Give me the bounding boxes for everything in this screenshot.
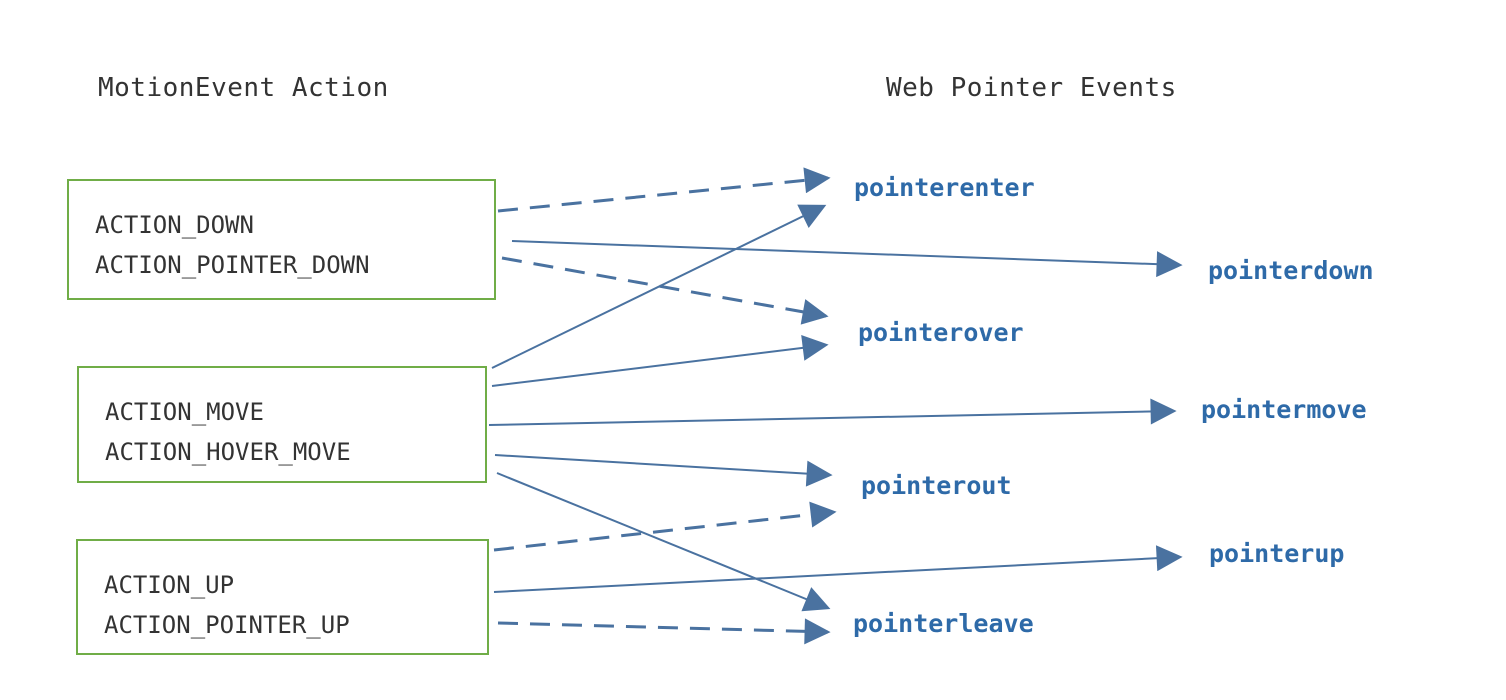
event-pointerdown: pointerdown <box>1208 256 1374 285</box>
arrow-up-to-pointerout <box>493 501 837 552</box>
event-pointerleave: pointerleave <box>853 609 1034 638</box>
arrow-down-to-pointerenter <box>497 167 831 213</box>
arrow-move-to-pointerleave <box>496 472 831 612</box>
arrow-down-to-pointerdown <box>511 240 1183 278</box>
action-label-move-2: ACTION_HOVER_MOVE <box>105 438 351 466</box>
action-box-move: ACTION_MOVE ACTION_HOVER_MOVE <box>77 366 487 483</box>
event-pointerover: pointerover <box>858 318 1024 347</box>
event-pointermove: pointermove <box>1201 395 1367 424</box>
action-box-down: ACTION_DOWN ACTION_POINTER_DOWN <box>67 179 496 300</box>
arrow-move-to-pointermove <box>488 398 1177 426</box>
arrow-move-to-pointerenter <box>491 204 827 369</box>
action-label-move-1: ACTION_MOVE <box>105 398 264 426</box>
action-box-up: ACTION_UP ACTION_POINTER_UP <box>76 539 489 655</box>
header-web-pointer-events: Web Pointer Events <box>886 73 1177 103</box>
arrow-up-to-pointerup <box>493 545 1183 593</box>
arrow-up-to-pointerleave <box>497 618 831 645</box>
action-label-down-1: ACTION_DOWN <box>95 211 254 239</box>
header-motionevent-action: MotionEvent Action <box>98 73 389 103</box>
action-label-down-2: ACTION_POINTER_DOWN <box>95 251 370 279</box>
event-pointerenter: pointerenter <box>854 173 1035 202</box>
arrow-down-to-pointerover <box>501 256 829 325</box>
event-pointerout: pointerout <box>861 471 1012 500</box>
action-label-up-1: ACTION_UP <box>104 571 235 599</box>
event-pointerup: pointerup <box>1209 539 1345 568</box>
action-label-up-2: ACTION_POINTER_UP <box>104 611 350 639</box>
arrow-move-to-pointerover <box>491 334 829 387</box>
arrow-move-to-pointerout <box>494 454 833 487</box>
